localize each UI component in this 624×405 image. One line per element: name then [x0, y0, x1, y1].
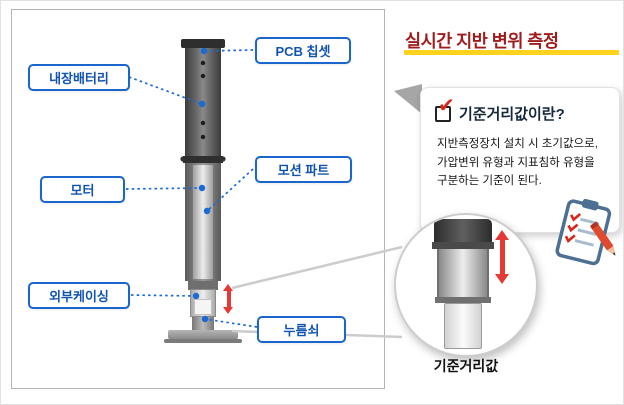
zoom-caption: 기준거리값 — [433, 358, 499, 374]
zoom-displacement-arrow-icon — [495, 230, 510, 284]
clipboard-checklist-icon — [555, 198, 616, 266]
device-foot — [192, 317, 214, 330]
body-line-3: 구분하는 기준이 된다. — [437, 175, 542, 188]
info-card-heading: 기준거리값이란? — [459, 106, 565, 123]
label-motor: 모터 — [40, 176, 125, 203]
body-line-2: 가압변위 유형과 지표침하 유형을 — [437, 156, 595, 169]
zoom-device-collar — [432, 242, 494, 249]
info-card-header: ✔ 기준거리값이란? — [421, 88, 619, 124]
label-outer-casing: 외부케이싱 — [28, 282, 130, 309]
zoom-device-rim — [435, 297, 491, 303]
device-top-cap — [181, 39, 225, 48]
device-base-edge — [164, 339, 242, 343]
label-presser: 누름쇠 — [257, 316, 346, 343]
zoom-device-cap — [434, 219, 492, 243]
info-card-body: 지반측정장치 설치 시 초기값으로, 가압변위 유형과 지표침하 유형을 구분하… — [421, 124, 619, 191]
zoom-inner-tube — [444, 303, 482, 349]
title-highlight-bar — [404, 50, 619, 55]
device-base-plate — [168, 330, 238, 339]
device-bottom-collar — [188, 281, 218, 290]
zoom-device-body — [437, 249, 489, 301]
label-pcb-chipset: PCB 칩셋 — [255, 37, 351, 64]
displacement-arrow-icon — [223, 284, 234, 314]
corner-triangle-icon — [394, 84, 422, 114]
body-line-1: 지반측정장치 설치 시 초기값으로, — [437, 138, 598, 150]
device-upper-body — [185, 48, 221, 156]
label-motion-part: 모션 파트 — [255, 156, 352, 183]
device-presser-gap — [194, 299, 212, 315]
device-inner-tube — [192, 165, 214, 279]
red-check-icon: ✔ — [438, 94, 455, 117]
zoom-circle — [394, 213, 538, 357]
label-internal-battery: 내장배터리 — [28, 64, 130, 91]
pencil-icon — [590, 221, 616, 256]
checkbox-icon: ✔ — [435, 96, 455, 122]
page-title: 실시간 지반 변위 측정 — [405, 31, 559, 51]
device-joint-band — [183, 156, 223, 163]
